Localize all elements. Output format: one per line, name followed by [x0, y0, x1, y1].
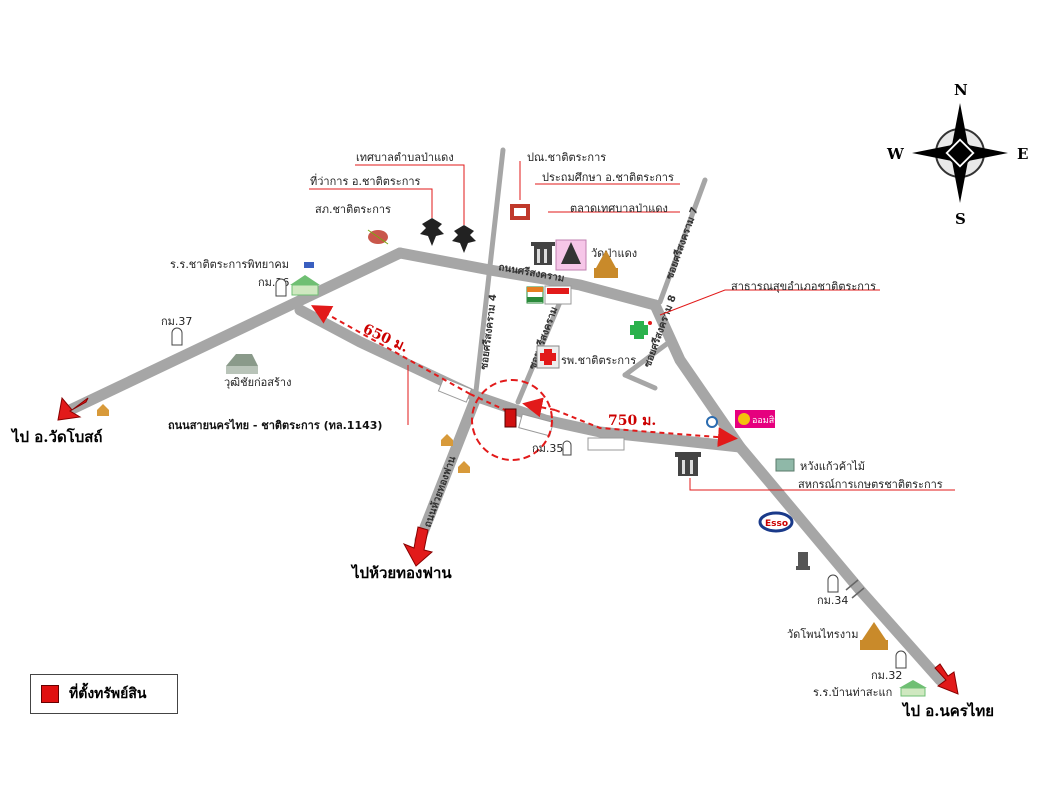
arrow-to-huai-icon — [402, 526, 434, 567]
destination-nakhon-thai: ไป อ.นครไทย — [901, 701, 994, 720]
road-soi-4 — [472, 147, 506, 403]
km32-marker-icon — [895, 650, 907, 669]
label-post-office: ปณ.ชาติตระการ — [527, 151, 606, 164]
road-to-huai-thong-fan — [414, 394, 481, 546]
wat-phon-temple-icon — [860, 622, 888, 650]
label-market: ตลาดเทศบาลป่าแดง — [570, 202, 668, 215]
arrow-to-wat-bot-icon — [57, 396, 89, 421]
road-soi-7 — [657, 177, 708, 305]
legend: ที่ตั้งทรัพย์สิน — [30, 674, 178, 714]
km37-marker-icon — [171, 327, 183, 346]
km36-marker-icon — [275, 278, 287, 297]
bank-badge-icon — [706, 416, 718, 428]
road-soi-8-stub — [622, 372, 658, 391]
road-label-huai: ถนนห้วยทองฟาน — [422, 454, 459, 529]
esso-text: Esso — [765, 519, 788, 529]
compass-north: N — [954, 81, 968, 99]
education-building-icon — [531, 242, 555, 265]
gsb-text: ออมสิน — [752, 415, 780, 426]
road-to-wat-bot — [64, 247, 406, 416]
route-750-start — [522, 397, 556, 418]
legend-swatch — [41, 685, 59, 703]
road-soi-8 — [622, 337, 675, 378]
route-650-back — [469, 393, 506, 411]
seven-eleven-icon — [526, 285, 572, 305]
hospital-icon — [536, 345, 560, 369]
roads — [64, 147, 946, 686]
compass-west: W — [886, 145, 905, 163]
label-km32: กม.32 — [871, 669, 902, 682]
label-primary-edu: ประถมศึกษา อ.ชาติตระการ — [542, 171, 674, 184]
road-to-nakhon-thai — [649, 299, 946, 686]
label-km37: กม.37 — [161, 315, 192, 328]
destination-wat-bot: ไป อ.วัดโบสถ์ — [10, 427, 103, 446]
esso-icon: Esso — [758, 511, 794, 533]
destination-arrows — [57, 396, 959, 695]
legend-label: ที่ตั้งทรัพย์สิน — [69, 686, 147, 702]
road-label-main: ถนนสายนครไทย - ชาติตระการ (ทล.1143) — [168, 418, 382, 432]
road-srisongkhram — [394, 247, 661, 311]
compass-east: E — [1017, 145, 1028, 163]
label-district-office: ที่ว่าการ อ.ชาติตระการ — [310, 173, 421, 188]
label-km35: กม.35 — [532, 442, 563, 455]
property-circle — [471, 379, 553, 461]
warehouse-icon — [226, 354, 258, 374]
label-coop: สหกรณ์การเกษตรชาติตระการ — [798, 478, 943, 491]
label-school-ban-tha: ร.ร.บ้านท่าสะแก — [813, 686, 892, 699]
compass-south: S — [955, 210, 966, 228]
km34-marker-icon — [827, 574, 839, 593]
house-icon — [97, 404, 470, 473]
monument-icon — [796, 552, 810, 570]
destination-huai-thong-fan: ไปห้วยทองฟาน — [350, 563, 452, 582]
market-icon — [555, 239, 587, 271]
road-main-1143 — [294, 304, 746, 453]
temple-icon — [594, 250, 618, 278]
label-shop-wang: หวังแก้วค้าไม้ — [800, 460, 865, 473]
arrow-to-nakhon-thai-icon — [934, 663, 959, 695]
route-750 — [554, 409, 738, 448]
school-ban-tha-icon — [899, 680, 927, 697]
gsb-bank-icon: ออมสิน — [735, 410, 780, 428]
crosswalks — [437, 377, 625, 451]
route-650 — [311, 305, 471, 395]
property-marker — [504, 408, 517, 428]
label-school-pittayakom: ร.ร.ชาติตระการพิทยาคม — [170, 258, 289, 271]
label-wat-phon: วัดโพนไทรงาม — [787, 627, 859, 641]
label-municipality: เทศบาลตำบลป่าแดง — [356, 151, 454, 164]
school-icon — [290, 262, 320, 296]
post-office-icon — [510, 204, 530, 220]
leader-lines — [309, 161, 955, 491]
garuda-icon — [420, 218, 476, 253]
label-sao: สภ.ชาติตระการ — [315, 203, 391, 216]
km35-marker-icon — [562, 440, 572, 456]
label-km34: กม.34 — [817, 594, 848, 607]
label-hospital: รพ.ชาติตระการ — [561, 354, 636, 367]
compass: N S E W — [886, 81, 1028, 228]
health-cross-icon — [627, 318, 652, 342]
distance-750: 750 ม. — [608, 413, 656, 429]
police-badge-icon — [367, 229, 389, 245]
bridge-icon — [845, 579, 865, 599]
road-label-soi-7: ซอยศรีสงคราม 7 — [664, 205, 701, 281]
lumber-shop-icon — [775, 458, 795, 472]
label-construction: วุฒิชัยก่อสร้าง — [224, 376, 291, 389]
coop-building-icon — [675, 452, 701, 476]
label-health-office: สาธารณสุขอำเภอชาติตระการ — [731, 280, 876, 293]
label-wat-pa-daeng: วัดป่าแดง — [591, 247, 637, 260]
